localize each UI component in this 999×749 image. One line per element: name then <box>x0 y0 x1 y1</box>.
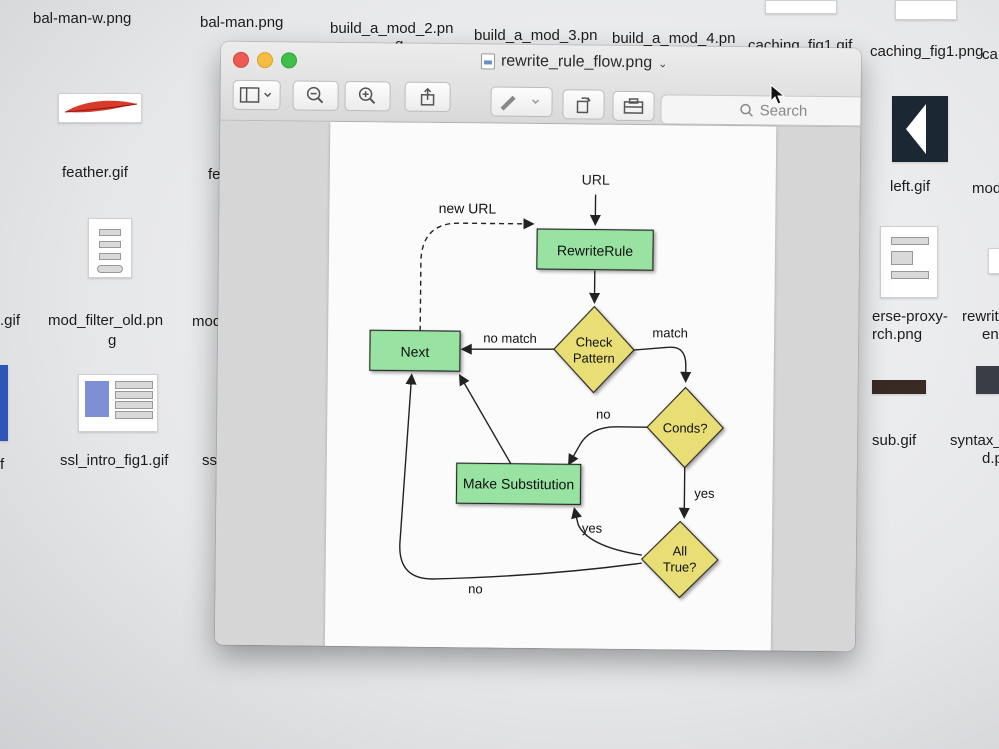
markup-pen-icon <box>500 95 540 111</box>
window-title: rewrite_rule_flow.png <box>500 52 653 72</box>
new-url-label: new URL <box>439 200 497 217</box>
arrow-conds-no <box>568 426 648 466</box>
alltrue-yes-label: yes <box>582 520 603 535</box>
share-icon <box>420 87 435 106</box>
toolbox-button[interactable] <box>612 90 655 122</box>
next-box: Next <box>369 329 461 372</box>
make-substitution-box: Make Substitution <box>455 462 582 506</box>
file-label-syntax-wrap: d.p <box>982 450 999 467</box>
file-thumbnail-ssl-intro[interactable] <box>78 374 158 432</box>
window-titlebar[interactable]: rewrite_rule_flow.png ⌄ <box>220 41 862 128</box>
rotate-button[interactable] <box>562 89 605 120</box>
file-label-fe-partial[interactable]: fe <box>208 166 221 183</box>
file-thumbnail-top-right-1[interactable] <box>765 0 837 14</box>
file-thumbnail-feather[interactable] <box>58 93 142 123</box>
sidebar-toggle-button[interactable] <box>232 79 281 111</box>
conds-yes-label: yes <box>694 486 715 501</box>
preview-window[interactable]: rewrite_rule_flow.png ⌄ <box>214 41 862 652</box>
no-match-label: no match <box>483 330 537 346</box>
zoom-in-button[interactable] <box>344 80 391 112</box>
file-thumbnail-mod-filter-old[interactable] <box>88 218 132 278</box>
check-pattern-diamond: Check Pattern <box>553 305 635 394</box>
toolbox-icon <box>623 98 644 114</box>
file-label-mod-partial[interactable]: mod <box>192 313 222 330</box>
sidebar-toggle-icon <box>239 87 272 103</box>
all-true-diamond: All True? <box>640 520 719 599</box>
conds-no-label: no <box>596 407 611 422</box>
file-label-ssl-intro[interactable]: ssl_intro_fig1.gif <box>60 452 169 469</box>
make-substitution-label: Make Substitution <box>463 475 574 492</box>
feather-icon <box>64 100 138 113</box>
file-label-sub-gif[interactable]: sub.gif <box>872 432 917 449</box>
file-label-gif-partial[interactable]: .gif <box>0 312 21 329</box>
document-icon <box>480 53 496 70</box>
left-arrow-icon <box>906 104 926 154</box>
file-label-rewrite-wrap: en <box>982 326 999 343</box>
file-thumbnail-right-edge[interactable] <box>988 248 999 274</box>
arrow-match <box>633 346 692 383</box>
arrow-new-url-dashed <box>419 218 535 331</box>
file-label-caching-fig1-png[interactable]: caching_fig1.png <box>870 43 984 60</box>
image-canvas: URL RewriteRule Check Pattern <box>324 121 777 652</box>
mouse-cursor-icon <box>770 84 786 105</box>
file-label-bal-man-w[interactable]: bal-man-w.png <box>33 10 132 27</box>
zoom-out-icon <box>306 86 324 104</box>
file-label-build-a-mod-4[interactable]: build_a_mod_4.pn <box>612 30 736 47</box>
check-pattern-label-2: Pattern <box>573 350 615 365</box>
arrow-no-match <box>460 343 554 355</box>
minimize-window-button[interactable] <box>256 52 274 69</box>
arrow-substitution-to-next <box>458 373 512 465</box>
file-label-syntax-partial[interactable]: syntax_r <box>950 432 999 449</box>
conds-diamond: Conds? <box>646 386 724 469</box>
file-thumbnail-sub[interactable] <box>872 380 926 394</box>
arrow-alltrue-no <box>399 373 642 580</box>
file-label-stray-char: f <box>0 456 5 473</box>
file-thumbnail-left-arrow[interactable] <box>892 96 948 162</box>
zoom-out-button[interactable] <box>292 80 339 111</box>
document-viewport[interactable]: URL RewriteRule Check Pattern <box>214 120 861 652</box>
window-title-group[interactable]: rewrite_rule_flow.png ⌄ <box>480 52 668 72</box>
search-field[interactable]: Search <box>660 94 862 127</box>
file-thumbnail-left-edge[interactable] <box>0 365 8 441</box>
file-thumbnail-syntax[interactable] <box>976 366 999 394</box>
file-label-ca-partial[interactable]: ca <box>982 46 998 63</box>
match-label: match <box>652 325 688 340</box>
all-true-label-1: All <box>673 543 688 558</box>
file-label-reverse-proxy-wrap: rch.png <box>872 326 923 343</box>
file-label-mod-right-partial[interactable]: mod <box>972 180 999 197</box>
zoom-window-button[interactable] <box>280 52 298 69</box>
next-label: Next <box>400 344 429 360</box>
file-label-left-gif[interactable]: left.gif <box>890 178 931 195</box>
check-pattern-label-1: Check <box>576 334 614 349</box>
file-label-build-a-mod-3[interactable]: build_a_mod_3.pn <box>474 27 598 44</box>
rewriterule-label: RewriteRule <box>557 242 634 259</box>
rotate-icon <box>576 97 591 114</box>
arrow-alltrue-yes <box>571 507 642 556</box>
file-label-mod-filter-old[interactable]: mod_filter_old.pn <box>48 312 164 329</box>
conds-label: Conds? <box>663 420 708 435</box>
share-button[interactable] <box>404 81 451 113</box>
zoom-in-icon <box>358 87 376 104</box>
close-window-button[interactable] <box>232 51 250 68</box>
arrow-conds-yes <box>678 467 690 519</box>
file-label-rewrite-partial[interactable]: rewrit <box>962 308 999 325</box>
all-true-label-2: True? <box>663 559 697 574</box>
file-label-feather[interactable]: feather.gif <box>62 164 128 181</box>
file-label-reverse-proxy[interactable]: erse-proxy- <box>872 308 948 325</box>
file-label-mod-filter-wrap: g <box>108 332 117 349</box>
alltrue-no-label: no <box>468 581 483 596</box>
file-thumbnail-reverse-proxy[interactable] <box>880 226 938 298</box>
search-icon <box>740 103 754 117</box>
file-thumbnail-top-right-2[interactable] <box>895 0 957 20</box>
file-label-build-a-mod-2[interactable]: build_a_mod_2.pn <box>330 20 454 37</box>
chevron-down-icon[interactable]: ⌄ <box>658 57 668 70</box>
flowchart: URL RewriteRule Check Pattern <box>369 171 724 599</box>
url-label: URL <box>582 171 610 187</box>
markup-button[interactable] <box>490 86 553 118</box>
file-label-bal-man[interactable]: bal-man.png <box>200 14 284 31</box>
rewriterule-box: RewriteRule <box>536 228 654 271</box>
